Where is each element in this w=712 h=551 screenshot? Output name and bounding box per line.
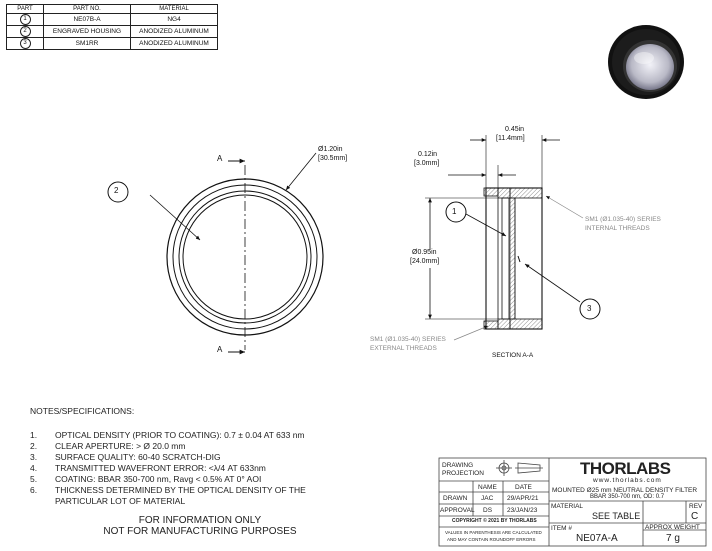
front-dia-label-mm: [30.5mm] bbox=[318, 155, 348, 162]
col-date-label: DATE bbox=[515, 484, 532, 491]
material-value: SEE TABLE bbox=[592, 511, 641, 521]
note-text: SURFACE QUALITY: 60-40 SCRATCH-DIG bbox=[55, 452, 221, 462]
section-view bbox=[425, 135, 601, 341]
list-item: 6. THICKNESS DETERMINED BY THE OPTICAL DE… bbox=[30, 485, 306, 496]
notes-heading: NOTES/SPECIFICATIONS: bbox=[30, 406, 135, 416]
thread-depth-label: 0.12in bbox=[418, 151, 438, 158]
front-view bbox=[107, 152, 324, 355]
note-text: COATING: BBAR 350-700 nm, Ravg < 0.5% AT… bbox=[55, 474, 262, 484]
col-name-label: NAME bbox=[478, 484, 497, 491]
external-threads-label-1: SM1 (Ø1.035-40) SERIES bbox=[370, 336, 446, 343]
drawn-name: JAC bbox=[481, 495, 494, 502]
part-number-circle: 1 bbox=[19, 14, 31, 25]
note-number: 4. bbox=[30, 463, 38, 473]
product-photo bbox=[608, 25, 684, 99]
drawn-date: 29/APR/21 bbox=[507, 495, 539, 502]
weight-label: APPROX WEIGHT bbox=[645, 524, 700, 531]
callout-2: 2 bbox=[114, 186, 119, 195]
part-number-circle: 3 bbox=[19, 38, 31, 49]
disclaimer-line-2: NOT FOR MANUFACTURING PURPOSES bbox=[103, 526, 297, 537]
section-title: SECTION A-A bbox=[492, 352, 534, 359]
weight-value: 7 g bbox=[666, 533, 680, 544]
approval-date: 23/JAN/23 bbox=[507, 507, 538, 514]
thread-depth-label-mm: [3.0mm] bbox=[414, 160, 440, 167]
note-number: 2. bbox=[30, 441, 38, 451]
callout-3: 3 bbox=[587, 304, 592, 313]
part-no-cell: SM1RR bbox=[43, 37, 131, 50]
approval-label: APPROVAL bbox=[440, 507, 475, 514]
note-text: TRANSMITTED WAVEFRONT ERROR: <λ/4 AT 633… bbox=[55, 463, 266, 473]
internal-threads-label-1: SM1 (Ø1.035-40) SERIES bbox=[585, 216, 661, 223]
front-dia-label: Ø1.20in bbox=[318, 146, 343, 153]
copyright: COPYRIGHT © 2021 BY THORLABS bbox=[452, 518, 537, 524]
list-item: 2. CLEAR APERTURE: > Ø 20.0 mm bbox=[30, 441, 306, 452]
drawn-label: DRAWN bbox=[443, 495, 468, 502]
parts-table-header: PART PART NO. MATERIAL bbox=[6, 4, 218, 14]
material-label: MATERIAL bbox=[551, 503, 584, 510]
disclaimer-line-1: FOR INFORMATION ONLY bbox=[138, 515, 262, 526]
item-label: ITEM # bbox=[551, 525, 572, 532]
rev-value: C bbox=[691, 511, 699, 522]
rev-label: REV bbox=[689, 503, 703, 510]
notes-section: NOTES/SPECIFICATIONS: 1. OPTICAL DENSITY … bbox=[30, 406, 306, 507]
list-item: 1. OPTICAL DENSITY (PRIOR TO COATING): 0.… bbox=[30, 430, 306, 441]
part-number-circle: 2 bbox=[19, 26, 31, 37]
list-item: 5. COATING: BBAR 350-700 nm, Ravg < 0.5% … bbox=[30, 474, 306, 485]
note-number: 1. bbox=[30, 430, 38, 440]
approval-name: DS bbox=[483, 507, 493, 514]
section-mark-top: A bbox=[217, 154, 223, 163]
section-dia-label: Ø0.95in bbox=[412, 249, 437, 256]
material-cell: ANODIZED ALUMINUM bbox=[130, 37, 218, 50]
list-item: 4. TRANSMITTED WAVEFRONT ERROR: <λ/4 AT 6… bbox=[30, 463, 306, 474]
list-item: 3. SURFACE QUALITY: 60-40 SCRATCH-DIG bbox=[30, 452, 306, 463]
section-dia-label-mm: [24.0mm] bbox=[410, 258, 440, 265]
parts-table: PART PART NO. MATERIAL 1 NE07B-A NG4 2 E… bbox=[6, 4, 218, 50]
note-number bbox=[30, 496, 55, 507]
website: www.thorlabs.com bbox=[593, 477, 662, 484]
notes-list: 1. OPTICAL DENSITY (PRIOR TO COATING): 0.… bbox=[30, 430, 306, 507]
projection-label-1: DRAWING bbox=[442, 462, 474, 469]
note-text: PARTICULAR LOT OF MATERIAL bbox=[55, 496, 186, 506]
list-item: PARTICULAR LOT OF MATERIAL bbox=[30, 496, 306, 507]
description-line-1: MOUNTED Ø25 mm NEUTRAL DENSITY FILTER bbox=[552, 487, 698, 494]
projection-label-2: PROJECTION bbox=[442, 470, 484, 477]
values-note-2: AND MAY CONTAIN ROUNDOFF ERRORS bbox=[447, 537, 536, 542]
width-label: 0.45in bbox=[505, 126, 525, 133]
table-row: 3 SM1RR ANODIZED ALUMINUM bbox=[6, 37, 218, 50]
note-text: CLEAR APERTURE: > Ø 20.0 mm bbox=[55, 441, 186, 451]
note-text: THICKNESS DETERMINED BY THE OPTICAL DENS… bbox=[55, 485, 306, 495]
note-text: OPTICAL DENSITY (PRIOR TO COATING): 0.7 … bbox=[55, 430, 305, 440]
table-row: 1 NE07B-A NG4 bbox=[6, 13, 218, 26]
callout-1: 1 bbox=[452, 207, 457, 216]
title-block-frame bbox=[438, 457, 707, 547]
external-threads-label-2: EXTERNAL THREADS bbox=[370, 345, 437, 352]
section-mark-bottom: A bbox=[217, 345, 223, 354]
internal-threads-label-2: INTERNAL THREADS bbox=[585, 225, 650, 232]
note-number: 6. bbox=[30, 485, 38, 495]
note-number: 3. bbox=[30, 452, 38, 462]
item-value: NE07A-A bbox=[576, 533, 618, 544]
description-line-2: BBAR 350-700 nm, OD: 0.7 bbox=[590, 494, 665, 500]
thorlabs-logo: THORLABS bbox=[580, 459, 671, 478]
values-note-1: VALUES IN PARENTHESIS ARE CALCULATED bbox=[445, 530, 542, 535]
disclaimer: FOR INFORMATION ONLY NOT FOR MANUFACTURI… bbox=[100, 515, 300, 537]
note-number: 5. bbox=[30, 474, 38, 484]
width-label-mm: [11.4mm] bbox=[496, 135, 525, 142]
